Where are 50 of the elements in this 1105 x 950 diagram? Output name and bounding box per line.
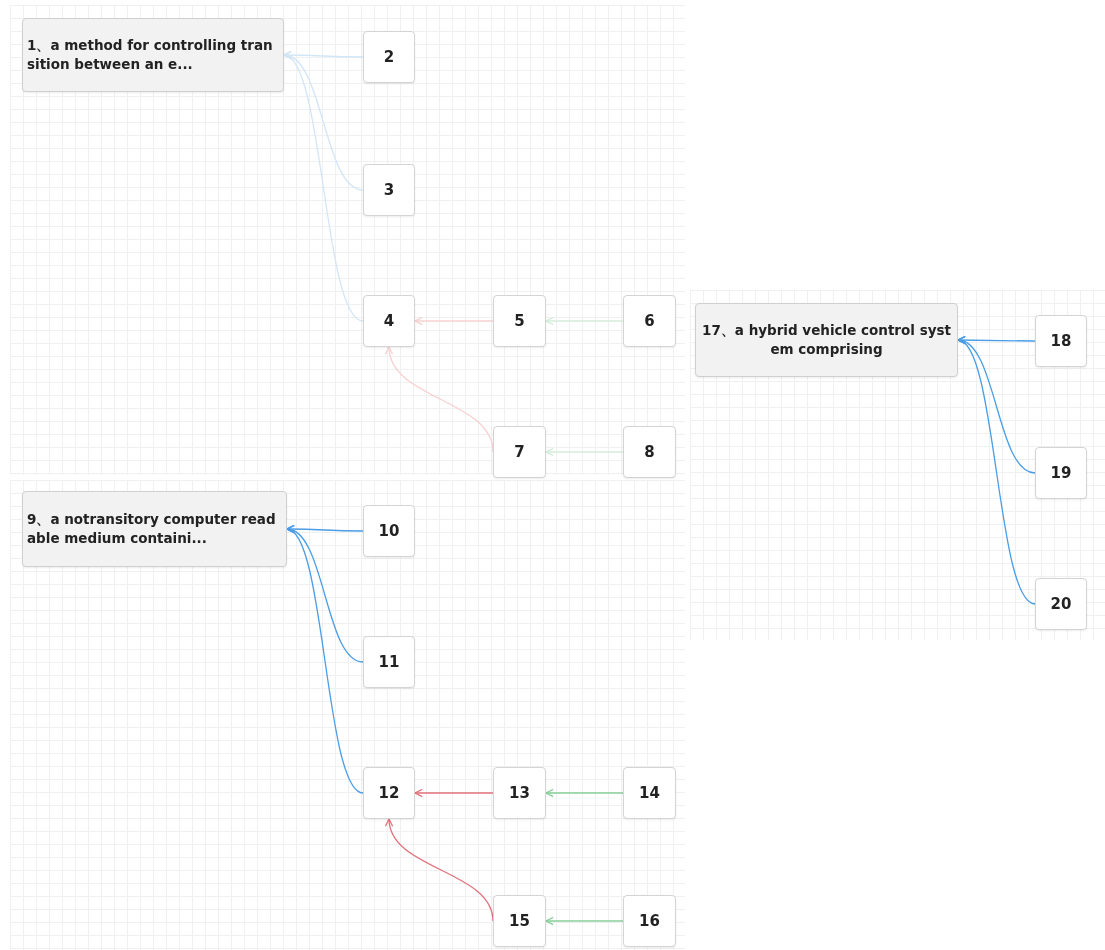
arrow [957,335,1036,345]
arrow [286,528,364,794]
node-number: 16 [639,912,660,930]
number-box [493,895,546,947]
node-number: 10 [378,522,400,540]
number-box [493,295,546,347]
number-box [363,636,415,688]
node-number: 8 [644,443,655,461]
node-number: 3 [383,181,395,199]
node-number: 13 [509,784,530,802]
node-number: 15 [509,912,530,930]
number-box [363,505,415,557]
arrow [283,54,364,322]
node-number: 4 [383,312,395,330]
number-box [623,295,676,347]
number-box [1035,315,1087,367]
node-number: 11 [378,653,400,671]
arrow [545,916,624,926]
node-number: 14 [639,784,660,802]
arrow [545,447,624,457]
arrow [545,788,624,798]
topic-box [22,18,284,92]
topic-text: 9、a notransitory computer readable medium containi... [27,510,277,548]
node-number: 5 [514,312,525,330]
number-box [1035,447,1087,499]
arrow [545,316,624,326]
number-box [623,426,676,478]
number-box [363,767,415,819]
number-box [493,426,546,478]
node-number: 12 [378,784,400,802]
topic-text: 17、a hybrid vehicle control system comprising [701,321,952,359]
topic-box [695,303,958,377]
number-box [363,295,415,347]
topic-box [22,491,287,567]
topic-text: 1、a method for controlling transition between an e... [27,36,274,74]
number-box [1035,578,1087,630]
node-number: 18 [1050,332,1072,350]
number-box [363,31,415,83]
number-box [623,767,676,819]
arrow [957,339,1036,605]
node-number: 7 [514,443,525,461]
node-number: 20 [1050,595,1072,613]
node-number: 19 [1050,464,1072,482]
arrow [414,788,494,798]
arrow [414,316,494,326]
number-box [363,164,415,216]
number-box [623,895,676,947]
number-box [493,767,546,819]
node-number: 6 [644,312,655,330]
node-number: 2 [383,48,395,66]
